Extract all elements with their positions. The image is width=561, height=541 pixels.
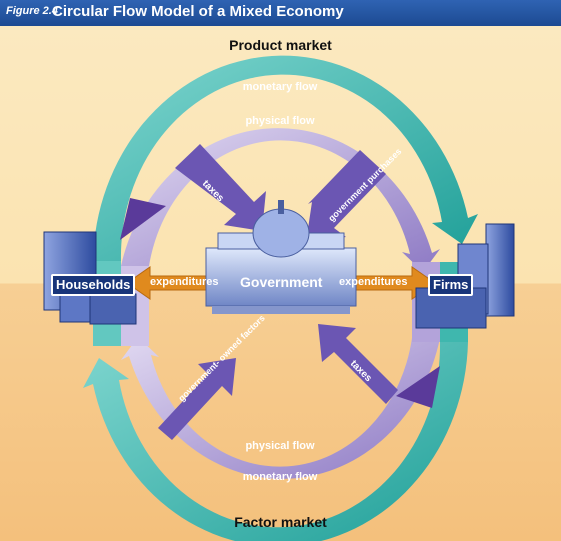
government-label: Government: [240, 274, 323, 290]
figure-title-bar: Figure 2.4 Circular Flow Model of a Mixe…: [0, 0, 561, 27]
monetary-flow-bottom-label: monetary flow: [243, 471, 318, 483]
monetary-flow-top-label: monetary flow: [243, 81, 318, 93]
government-building: [205, 200, 357, 314]
households-label: Households: [51, 274, 136, 296]
taxes-arrow-bottom: [318, 324, 440, 408]
figure-title: Circular Flow Model of a Mixed Economy: [52, 3, 344, 20]
expenditures-left-label: expenditures: [150, 276, 219, 288]
factor-market-label: Factor market: [234, 514, 327, 530]
firms-label: Firms: [428, 274, 474, 296]
physical-flow-bottom-label: physical flow: [245, 440, 315, 452]
taxes-arrow-top: [175, 144, 266, 231]
product-market-label: Product market: [229, 37, 332, 53]
gov-purchases-arrow: [120, 150, 386, 242]
firms-buildings: [415, 223, 515, 329]
physical-flow-top-label: physical flow: [245, 115, 315, 127]
expenditures-right-label: expenditures: [339, 276, 408, 288]
figure-number: Figure 2.4: [6, 5, 58, 17]
gov-factors-arrow: [158, 358, 236, 440]
